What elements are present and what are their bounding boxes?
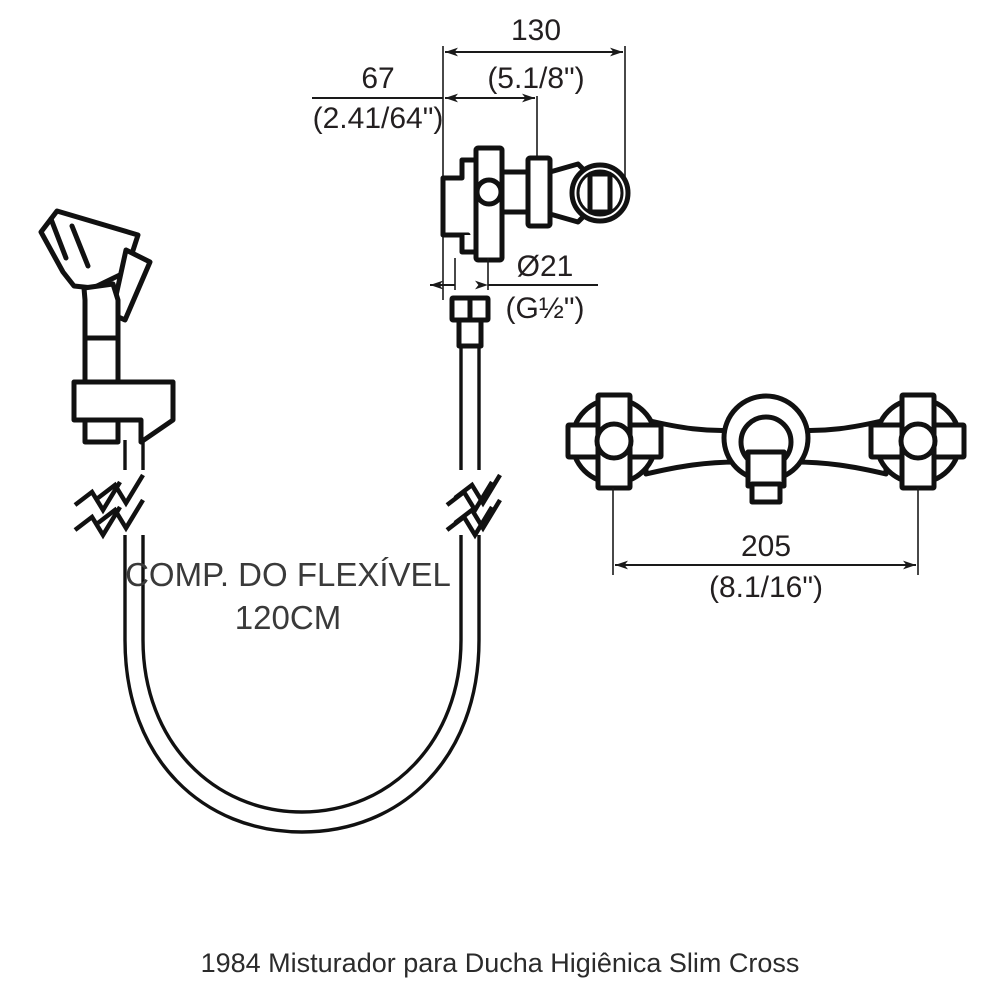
dimension-value-67: 67	[361, 62, 394, 95]
dimension-group-top: 130 (5.1/8") 67 (2.41/64")	[312, 14, 626, 300]
hose-loop-inner	[123, 639, 481, 834]
mixer-front-view	[565, 392, 967, 505]
break-zigzag-left-upper-2	[96, 473, 145, 508]
valve-barrel	[499, 169, 531, 215]
break-zigzag-left-lower-2	[96, 498, 145, 533]
flexible-hose	[73, 346, 502, 834]
hose-loop-outer	[141, 639, 463, 814]
mixer-side-view	[440, 145, 631, 290]
spray-nozzle-tip-line	[48, 216, 69, 261]
dimension-value-205: 205	[741, 530, 791, 563]
spray-gun-neck	[81, 281, 121, 343]
drawing-caption: 1984 Misturador para Ducha Higiênica Sli…	[201, 948, 800, 978]
dimension-value-d21-inch: (G½")	[506, 292, 585, 325]
dimension-value-130-inch: (5.1/8")	[487, 62, 584, 95]
handle-hub-inner-ring	[576, 169, 624, 217]
dimension-value-205-inch: (8.1/16")	[709, 571, 823, 604]
dimension-value-67-inch: (2.41/64")	[313, 102, 444, 135]
break-zigzag-right-lower-2	[453, 498, 502, 533]
spray-nozzle-head[interactable]	[38, 208, 141, 291]
break-zigzag-left-upper	[73, 480, 122, 515]
spray-nozzle-band	[69, 223, 91, 269]
cross-handle-left[interactable]	[565, 392, 664, 491]
hose-length-note-line2: 120CM	[235, 599, 341, 636]
handle-axis-circle	[474, 177, 504, 207]
cross-handle-right[interactable]	[868, 392, 967, 491]
break-mark-left	[73, 473, 145, 540]
hose-connector-nut	[449, 295, 491, 349]
handle-hub-slot	[587, 171, 613, 215]
center-outlet-tip	[749, 481, 783, 505]
center-outlet-neck	[745, 449, 787, 489]
dimension-value-130: 130	[511, 14, 561, 47]
hose-length-note-line1: COMP. DO FLEXÍVEL	[125, 556, 451, 593]
handle-left-center-cap	[594, 421, 634, 461]
dimension-value-d21: Ø21	[517, 250, 574, 283]
break-mark-right	[445, 473, 502, 540]
break-zigzag-left-lower	[73, 505, 122, 540]
wall-bracket-holder[interactable]	[71, 379, 176, 445]
dimension-group-diameter: Ø21 (G½")	[430, 250, 598, 325]
break-zigzag-right-upper-2	[453, 473, 502, 508]
hose-nut-shank	[456, 317, 484, 349]
spray-gun-base-collar	[82, 417, 121, 445]
spray-gun-assembly	[38, 208, 176, 445]
dimension-group-width: 205 (8.1/16")	[612, 488, 919, 604]
escutcheon-flange	[525, 155, 553, 229]
handle-right-center-cap	[898, 421, 938, 461]
